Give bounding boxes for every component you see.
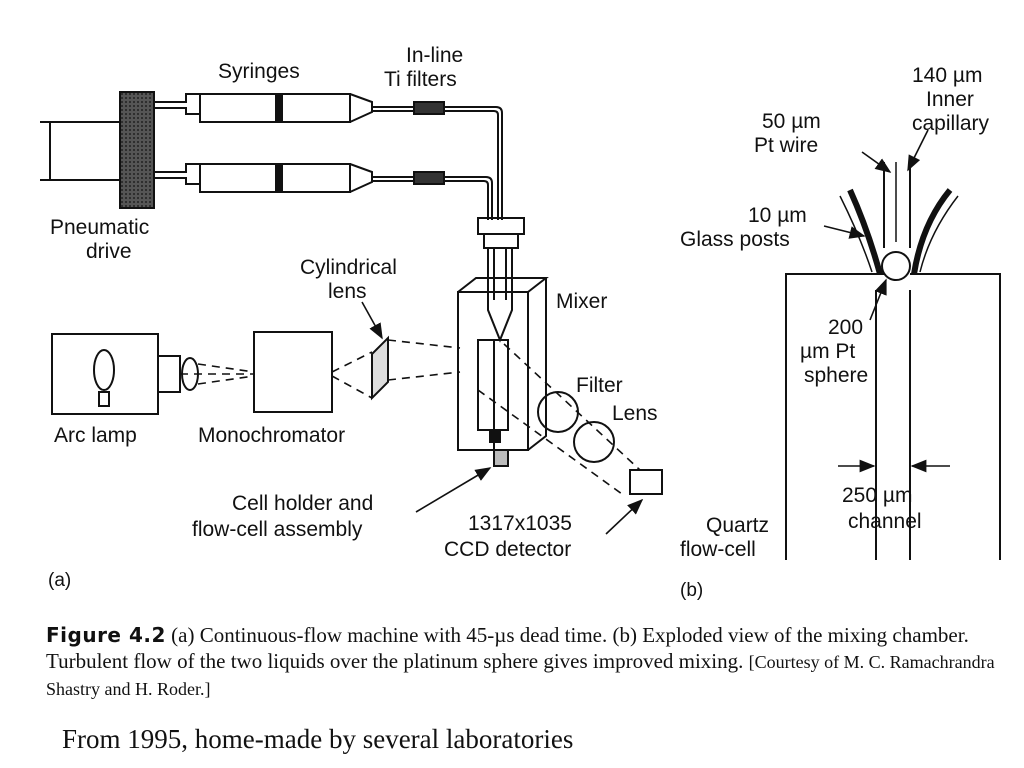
label-filters-1: In-line xyxy=(406,44,463,67)
inner-capillary xyxy=(883,162,911,248)
label-cyl-lens-1: Cylindrical xyxy=(300,256,397,279)
figure-caption: Figure 4.2 (a) Continuous-flow machine w… xyxy=(46,622,1006,702)
label-cell-holder-1: Cell holder and xyxy=(232,492,373,515)
label-mixer: Mixer xyxy=(556,290,607,313)
label-pneumatic-1: Pneumatic xyxy=(50,216,149,239)
label-quartz-1: Quartz xyxy=(706,514,769,537)
mixer-box xyxy=(457,277,549,467)
panel-a-label: (a) xyxy=(48,570,71,591)
label-filters-2: Ti filters xyxy=(384,68,457,91)
monochromator-box xyxy=(253,331,333,413)
panel-b-label: (b) xyxy=(680,580,703,601)
label-pneumatic-2: drive xyxy=(86,240,132,263)
label-inner-cap-2: Inner xyxy=(926,88,974,111)
label-sphere-3: sphere xyxy=(804,364,868,387)
tubing-bottom-2 xyxy=(372,180,489,220)
filter-circle xyxy=(537,391,579,433)
label-channel-2: channel xyxy=(848,510,922,533)
label-quartz-2: flow-cell xyxy=(680,538,756,561)
figure-label: Figure 4.2 xyxy=(46,623,166,647)
quartz-flow-cell xyxy=(785,273,884,560)
ccd-detector-box xyxy=(629,469,663,495)
label-syringes: Syringes xyxy=(218,60,300,83)
panel-b xyxy=(785,129,1001,560)
label-filter: Filter xyxy=(576,374,623,397)
label-inner-cap-1: 140 µm xyxy=(912,64,982,87)
arc-lamp-box xyxy=(51,333,181,415)
caption-credit: [Courtesy of M. C. Ramachrandra Shastry … xyxy=(46,652,995,699)
pt-sphere xyxy=(881,251,911,281)
label-lens: Lens xyxy=(612,402,658,425)
tubing-top-2 xyxy=(372,110,499,220)
label-glass-2: Glass posts xyxy=(680,228,790,251)
label-monochromator: Monochromator xyxy=(198,424,345,447)
syringe-top xyxy=(154,93,373,123)
label-inner-cap-3: capillary xyxy=(912,112,990,135)
label-ccd-1: 1317x1035 xyxy=(468,512,572,535)
lens-circle xyxy=(573,421,615,463)
label-pt-wire-2: Pt wire xyxy=(754,134,818,157)
pneumatic-drive-block xyxy=(119,91,155,209)
inline-filter-top xyxy=(413,101,445,115)
cylindrical-lens xyxy=(371,335,389,401)
label-channel-1: 250 µm xyxy=(842,484,912,507)
caption-text: (a) Continuous-flow machine with 45-µs d… xyxy=(46,623,969,673)
label-sphere-2: µm Pt xyxy=(800,340,855,363)
label-ccd-2: CCD detector xyxy=(444,538,571,561)
label-pt-wire-1: 50 µm xyxy=(762,110,821,133)
panel-a xyxy=(40,91,663,535)
inline-filter-bottom xyxy=(413,171,445,185)
label-cell-holder-2: flow-cell assembly xyxy=(192,518,363,541)
mixer-cap xyxy=(477,217,525,235)
tubing-bottom xyxy=(372,176,493,220)
footer-note: From 1995, home-made by several laborato… xyxy=(62,724,574,754)
tubing-top xyxy=(372,106,503,220)
syringe-bottom xyxy=(154,163,373,193)
label-arc-lamp: Arc lamp xyxy=(54,424,137,447)
label-cyl-lens-2: lens xyxy=(328,280,367,303)
label-glass-1: 10 µm xyxy=(748,204,807,227)
continuous-flow-diagram: Syringes In-line Ti filters Pneumatic dr… xyxy=(40,44,1001,601)
label-sphere-1: 200 xyxy=(828,316,863,339)
glass-post-right xyxy=(911,188,953,275)
glass-post-left xyxy=(847,188,883,275)
